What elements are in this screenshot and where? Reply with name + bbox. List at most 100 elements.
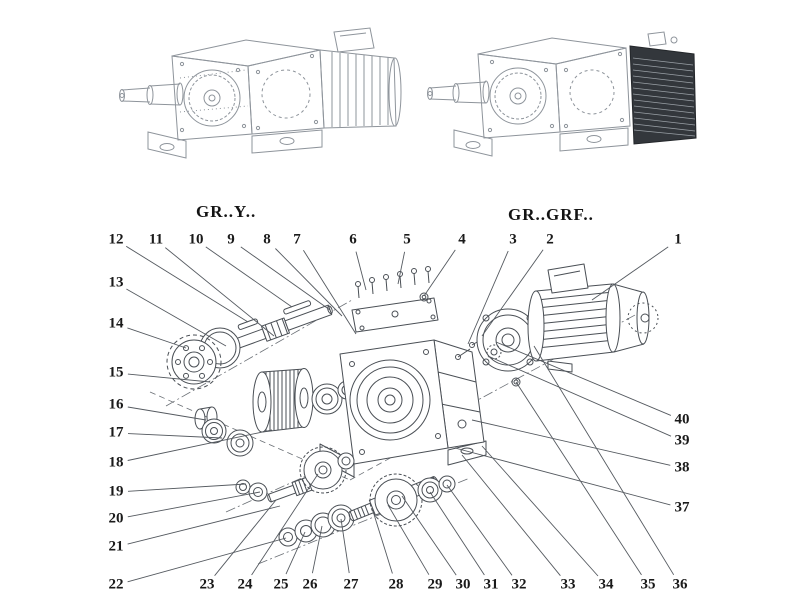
callout-1: 1 [674, 231, 682, 248]
leader-line-37 [454, 447, 671, 506]
callout-39: 39 [674, 432, 690, 449]
leader-line-27 [340, 518, 350, 574]
bearing-out-2 [417, 477, 443, 503]
callout-28: 28 [388, 576, 404, 593]
leader-line-2 [481, 249, 544, 337]
leader-line-14 [127, 327, 187, 349]
leader-line-17 [127, 433, 223, 439]
callout-14: 14 [108, 315, 124, 332]
leader-line-24 [251, 473, 319, 576]
leader-line-25 [285, 531, 306, 575]
leader-line-20 [127, 491, 261, 518]
callout-25: 25 [273, 576, 289, 593]
leader-line-35 [515, 381, 642, 576]
callout-3: 3 [509, 231, 517, 248]
leader-line-26 [311, 525, 323, 574]
dark-brake-block [629, 31, 697, 145]
leader-line-1 [591, 246, 669, 301]
callout-26: 26 [302, 576, 318, 593]
bearing-a [201, 418, 227, 444]
leader-line-33 [461, 454, 561, 576]
gear-housing [319, 339, 487, 478]
callout-21: 21 [108, 538, 124, 555]
callout-29: 29 [427, 576, 443, 593]
fan-cover [627, 302, 659, 334]
leader-line-11 [165, 247, 275, 337]
callout-4: 4 [458, 231, 466, 248]
bearing-b [226, 429, 254, 457]
leader-line-7 [303, 249, 357, 335]
variant-label-gr-y: GR..Y.. [196, 202, 257, 221]
callout-7: 7 [293, 231, 301, 248]
callout-8: 8 [263, 231, 271, 248]
leader-line-8 [275, 248, 343, 317]
leader-line-32 [446, 484, 513, 576]
callout-17: 17 [108, 424, 124, 441]
motor [527, 263, 659, 373]
callout-30: 30 [455, 576, 471, 593]
variant-label-gr-grf: GR..GRF.. [508, 205, 594, 224]
callout-37: 37 [674, 499, 690, 516]
callout-20: 20 [108, 510, 124, 527]
callout-22: 22 [108, 576, 124, 593]
callout-15: 15 [108, 364, 124, 381]
leader-line-31 [429, 491, 485, 576]
callout-19: 19 [108, 483, 124, 500]
cover-bolts [355, 266, 431, 302]
callout-18: 18 [108, 454, 124, 471]
callout-6: 6 [349, 231, 357, 248]
callout-12: 12 [108, 231, 124, 248]
ribbed-gear [252, 368, 314, 433]
leader-line-15 [127, 373, 211, 383]
leader-line-36 [533, 345, 675, 576]
leader-line-5 [397, 251, 406, 285]
washer-out-1 [278, 527, 298, 547]
bearing-flange [166, 334, 222, 390]
leader-line-12 [125, 245, 249, 323]
shaft-key-2 [283, 300, 312, 315]
assembled-view-gr-y [119, 27, 402, 159]
callout-31: 31 [483, 576, 499, 593]
leader-line-21 [127, 505, 281, 545]
callout-13: 13 [108, 274, 124, 291]
ring-small [337, 452, 355, 470]
leader-line-16 [127, 406, 207, 421]
leader-line-23 [214, 499, 277, 576]
callout-34: 34 [598, 576, 614, 593]
callout-2: 2 [546, 231, 554, 248]
input-shaft [232, 300, 333, 350]
leader-line-19 [127, 483, 247, 492]
leader-line-18 [127, 429, 273, 461]
exploded-view [149, 263, 659, 565]
leader-line-29 [387, 504, 430, 575]
leader-line-22 [127, 537, 287, 583]
leader-line-38 [471, 419, 671, 466]
leader-line-3 [467, 250, 509, 345]
washer-small-1 [235, 479, 251, 495]
leader-line-30 [401, 495, 457, 576]
callout-40: 40 [674, 411, 690, 428]
pinion-shaft [267, 476, 313, 503]
leader-line-6 [355, 251, 367, 291]
leader-line-13 [126, 288, 227, 347]
callout-33: 33 [560, 576, 576, 593]
leader-line-34 [481, 445, 599, 577]
housing-cover [351, 297, 439, 333]
callout-10: 10 [188, 231, 204, 248]
motor-pinion [486, 344, 502, 360]
leader-line-9 [240, 246, 331, 311]
leader-line-10 [205, 246, 293, 308]
intermediate-gear [299, 446, 347, 494]
callout-32: 32 [511, 576, 527, 593]
callout-27: 27 [343, 576, 359, 593]
callout-38: 38 [674, 459, 690, 476]
callout-9: 9 [227, 231, 235, 248]
bearing-c [311, 383, 343, 415]
callout-24: 24 [237, 576, 253, 593]
callout-11: 11 [148, 231, 164, 248]
leader-line-28 [371, 507, 393, 574]
leader-line-39 [487, 355, 672, 437]
leader-lines [125, 245, 675, 583]
